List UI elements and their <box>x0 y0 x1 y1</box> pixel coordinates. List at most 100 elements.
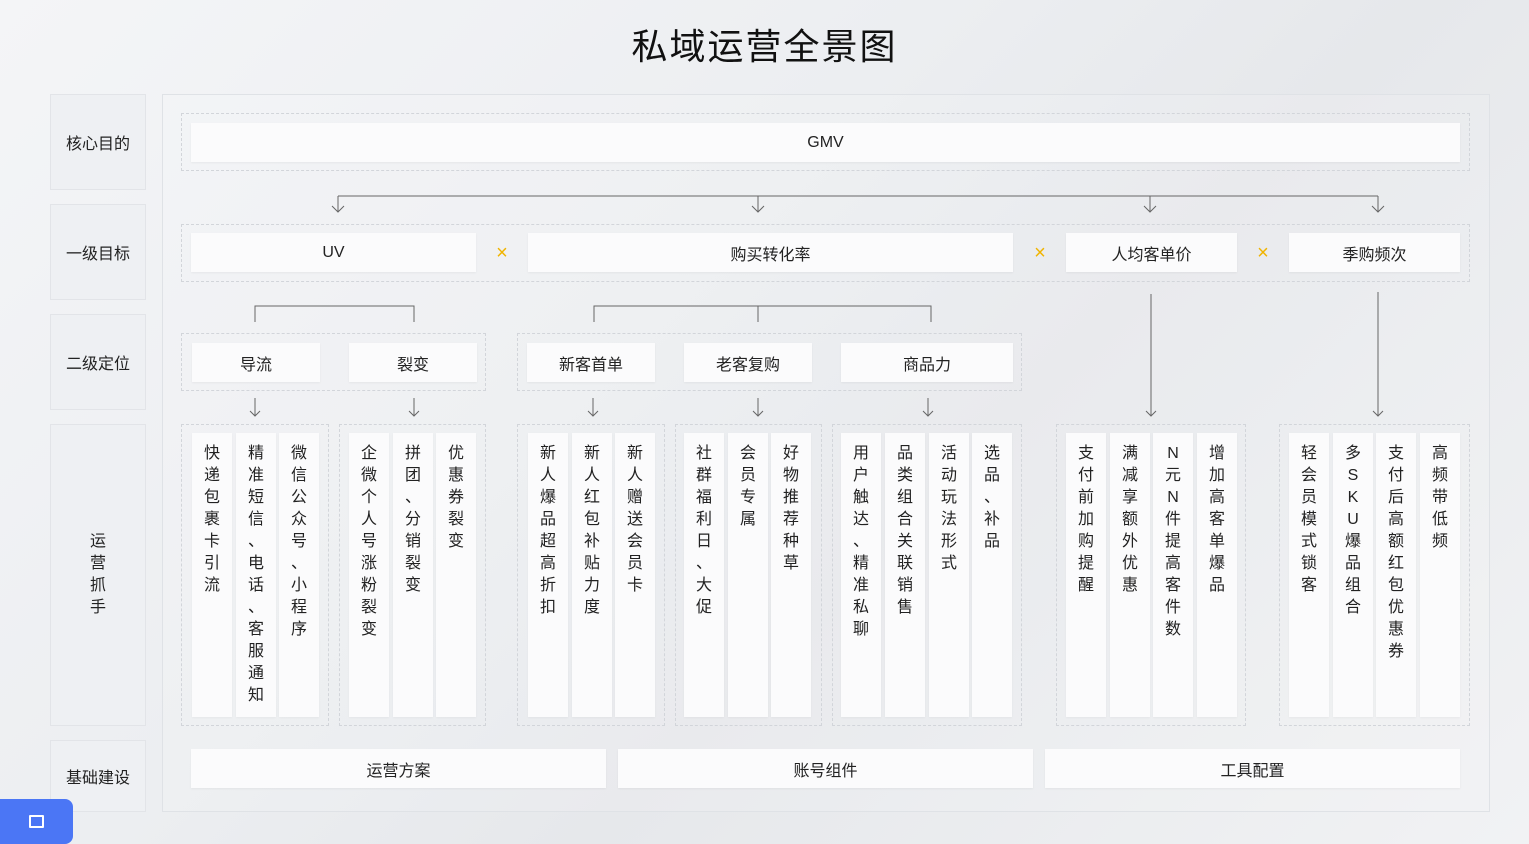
ops-item-char: 公 <box>290 489 307 506</box>
ops-item: 社群福利日、大促 <box>684 433 724 717</box>
ops-item-char: 爆 <box>1344 533 1361 550</box>
ops-item-char: 利 <box>695 511 712 528</box>
ops-item-char: 客 <box>247 621 264 638</box>
ops-item-char: 低 <box>1431 511 1448 528</box>
ops-item-char: 流 <box>203 577 220 594</box>
level1-avg-order-value: 人均客单价 <box>1066 233 1237 272</box>
ops-item-char: 额 <box>1121 511 1138 528</box>
ops-item-char: 件 <box>1164 511 1181 528</box>
ops-item-char: 锁 <box>1300 555 1317 572</box>
level1-conversion-rate: 购买转化率 <box>528 233 1013 272</box>
ops-item-char: 会 <box>739 445 756 462</box>
ops-item-char: 日 <box>695 533 712 550</box>
ops-item-char: 高 <box>1164 555 1181 572</box>
ops-item-char: U <box>1347 511 1359 528</box>
ops-item-char: 电 <box>247 555 264 572</box>
ops-item-char: 服 <box>247 643 264 660</box>
ops-item: 拼团、分销裂变 <box>393 433 433 717</box>
multiply-icon: × <box>1257 241 1269 264</box>
ops-item-char: 信 <box>247 511 264 528</box>
multiply-icon: × <box>1034 241 1046 264</box>
ops-item-char: 券 <box>447 489 464 506</box>
ops-item-char: 裂 <box>447 511 464 528</box>
ops-item-char: 品 <box>539 511 556 528</box>
arrow-down-icon <box>1372 410 1384 417</box>
ops-item: 企微个人号涨粉裂变 <box>349 433 389 717</box>
arrow-down-icon <box>751 205 765 213</box>
ops-item-char: 精 <box>247 445 264 462</box>
ops-item-char: 售 <box>896 599 913 616</box>
ops-item-char: 品 <box>983 533 1000 550</box>
floating-action-button[interactable] <box>0 799 73 844</box>
ops-item-char: 爆 <box>539 489 556 506</box>
ops-item-char: 精 <box>852 555 869 572</box>
ops-item: 优惠券裂变 <box>436 433 476 717</box>
ops-item-char: 会 <box>1300 467 1317 484</box>
ops-item-char: 草 <box>782 555 799 572</box>
arrow-down-icon <box>587 410 599 417</box>
level2-frame-uv <box>181 333 486 391</box>
ops-item-char: 、 <box>983 489 1000 506</box>
ops-item-char: 爆 <box>1208 555 1225 572</box>
ops-item-char: 联 <box>896 555 913 572</box>
ops-item-char: 高 <box>1431 445 1448 462</box>
ops-item-char: 触 <box>852 489 869 506</box>
ops-item-char: 、 <box>247 533 264 550</box>
ops-item-char: 人 <box>583 467 600 484</box>
ops-item-char: 赠 <box>626 489 643 506</box>
ops-item-char: 引 <box>203 555 220 572</box>
ops-item-char: 新 <box>626 445 643 462</box>
ops-item-char: 知 <box>247 687 264 704</box>
ops-item-char: 品 <box>896 445 913 462</box>
ops-item-char: 多 <box>1344 445 1361 462</box>
ops-item: 微信公众号、小程序 <box>279 433 319 717</box>
ops-item-char: 裂 <box>404 555 421 572</box>
level2-product-power: 商品力 <box>841 343 1013 382</box>
ops-item-char: 外 <box>1121 533 1138 550</box>
ops-item-char: 裹 <box>203 511 220 528</box>
ops-item-char: 满 <box>1121 445 1138 462</box>
ops-item-char: 加 <box>1077 511 1094 528</box>
ops-item-char: S <box>1347 467 1359 484</box>
ops-item: 支付前加购提醒 <box>1066 433 1106 717</box>
base-account-components: 账号组件 <box>618 749 1033 788</box>
ops-item-char: 社 <box>695 445 712 462</box>
ops-item-char: 递 <box>203 467 220 484</box>
arrow-down-icon <box>249 410 261 417</box>
ops-item-char: 送 <box>626 511 643 528</box>
ops-item-char: 红 <box>1387 555 1404 572</box>
ops-item-char: 度 <box>583 599 600 616</box>
ops-item-char: 聊 <box>852 621 869 638</box>
connector-uv-bracket <box>254 305 415 322</box>
ops-item-char: 频 <box>1431 467 1448 484</box>
ops-item: 快递包裹卡引流 <box>192 433 232 717</box>
row-label-ops-char: 营 <box>89 555 106 572</box>
ops-item-char: 支 <box>1077 445 1094 462</box>
ops-item-char: 卡 <box>626 577 643 594</box>
row-label-level1: 一级目标 <box>50 204 146 300</box>
ops-item-char: 群 <box>695 467 712 484</box>
ops-item-char: 优 <box>447 445 464 462</box>
ops-frame <box>339 424 486 726</box>
base-ops-plan: 运营方案 <box>191 749 606 788</box>
ops-item: 新人爆品超高折扣 <box>528 433 568 717</box>
ops-item: 高频带低频 <box>1420 433 1460 717</box>
ops-item-char: 购 <box>1077 533 1094 550</box>
row-label-ops: 运 营 抓 手 <box>50 424 146 726</box>
ops-item-char: 荐 <box>782 511 799 528</box>
ops-item-char: 人 <box>539 467 556 484</box>
row-label-level2: 二级定位 <box>50 314 146 410</box>
ops-item-char: 微 <box>290 445 307 462</box>
ops-item-char: 客 <box>1208 511 1225 528</box>
ops-item-char: N <box>1167 489 1179 506</box>
ops-item-char: 组 <box>1344 577 1361 594</box>
ops-frame <box>1056 424 1246 726</box>
ops-item-char: 私 <box>852 599 869 616</box>
ops-item-char: 付 <box>1077 467 1094 484</box>
ops-item: 新人赠送会员卡 <box>615 433 655 717</box>
arrow-down-icon <box>1371 205 1385 213</box>
ops-item-char: 卡 <box>203 533 220 550</box>
ops-item: 好物推荐种草 <box>771 433 811 717</box>
ops-item: 增加高客单爆品 <box>1197 433 1237 717</box>
